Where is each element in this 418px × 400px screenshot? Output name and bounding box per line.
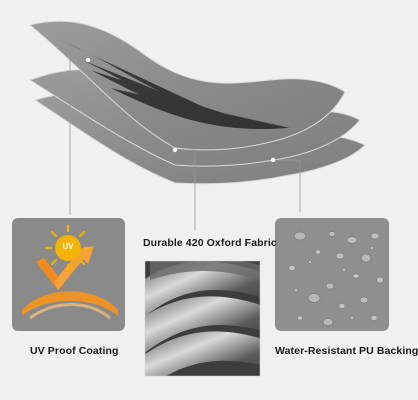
fabric-weave-texture — [59, 39, 291, 130]
connector-dot-backing — [270, 157, 276, 163]
fabric-layer-top — [28, 20, 346, 151]
product-feature-graphic: UV UV Proof Coating Durable 420 Oxford F… — [12, 20, 418, 377]
layer-illustration — [12, 20, 389, 377]
fabric-folds-panel — [145, 261, 260, 376]
pu-backing-label: Water-Resistant PU Backing — [275, 345, 418, 357]
oxford-fabric-label: Durable 420 Oxford Fabric — [143, 237, 277, 249]
water-droplets-panel — [275, 218, 389, 331]
uv-proof-coating-label: UV Proof Coating — [30, 345, 119, 357]
uv-arc — [22, 291, 118, 316]
uv-badge: UV — [62, 242, 74, 251]
connector-dot-uv — [85, 57, 91, 63]
connector-lines — [69, 59, 301, 230]
connector-dot-fabric — [172, 147, 178, 153]
water-droplets — [288, 231, 384, 326]
sun-icon — [44, 224, 92, 272]
